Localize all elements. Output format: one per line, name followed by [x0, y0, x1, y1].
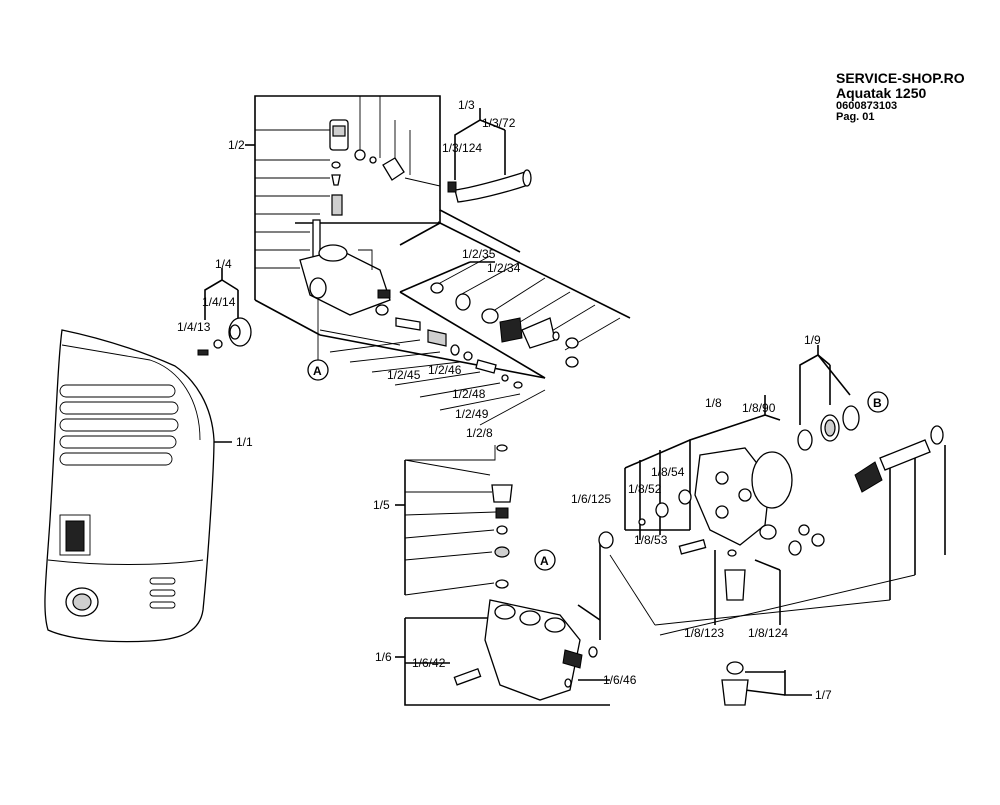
label-1-8: 1/8: [705, 396, 722, 410]
label-1-6: 1/6: [375, 650, 392, 664]
label-1-2-48: 1/2/48: [452, 387, 486, 401]
label-1-8-53: 1/8/53: [634, 533, 668, 547]
drain-plug: [724, 569, 746, 601]
pump-piston-rod: [879, 439, 931, 471]
label-1-4-13: 1/4/13: [177, 320, 211, 334]
label-1-8-124: 1/8/124: [748, 626, 788, 640]
marker-a-bottom: A: [534, 549, 556, 571]
lower-valve-parts: [319, 317, 546, 426]
label-1-2-34: 1/2/34: [487, 261, 521, 275]
valve-stack-1-5: [395, 444, 513, 596]
outlet-connector-1-7: [721, 661, 812, 706]
valve-block-parts: [299, 119, 405, 316]
pump-body-screw: [678, 538, 707, 555]
site-title: SERVICE-SHOP.RO: [836, 70, 965, 86]
pump-o-ring-large: [751, 451, 793, 509]
label-1-2-45: 1/2/45: [387, 368, 421, 382]
pump-body-housing: [694, 447, 771, 546]
label-1-6-42: 1/6/42: [412, 656, 446, 670]
hose-1-3: [404, 108, 532, 203]
label-1-6-125: 1/6/125: [571, 492, 611, 506]
bypass-lever: [521, 317, 556, 349]
label-1-7: 1/7: [815, 688, 832, 702]
label-1-4-14: 1/4/14: [202, 295, 236, 309]
pump-head-1-6: [395, 531, 614, 706]
label-1-1: 1/1: [236, 435, 253, 449]
bracket-1-2: [245, 95, 631, 360]
label-1-8-54: 1/8/54: [651, 465, 685, 479]
svg-text:A: A: [540, 554, 549, 568]
valve-cap: [491, 484, 513, 503]
label-1-4: 1/4: [215, 257, 232, 271]
hose-tube: [454, 171, 529, 203]
outlet-coupling: [721, 679, 749, 706]
hose-nipple: [382, 157, 405, 181]
label-1-3: 1/3: [458, 98, 475, 112]
seal-set-1-9: [797, 345, 860, 451]
valve-spring: [395, 317, 421, 331]
pump-head-screw: [453, 667, 482, 686]
housing-vent-slots: [59, 384, 179, 466]
label-1-2-35: 1/2/35: [462, 247, 496, 261]
model-name: Aquatak 1250: [836, 85, 927, 101]
page-number: Pag. 01: [836, 111, 875, 123]
label-1-3-72: 1/3/72: [482, 116, 516, 130]
label-1-5: 1/5: [373, 498, 390, 512]
label-1-9: 1/9: [804, 333, 821, 347]
label-1-2-49: 1/2/49: [455, 407, 489, 421]
label-1-2: 1/2: [228, 138, 245, 152]
svg-text:A: A: [313, 364, 322, 378]
marker-a-top: A: [307, 359, 329, 381]
part-number: 0600873103: [836, 100, 898, 112]
label-1-6-46: 1/6/46: [603, 673, 637, 687]
valve-piston: [475, 359, 497, 374]
pump-body-1-8: [609, 395, 946, 636]
housing-cover: [44, 329, 232, 643]
label-1-8-90: 1/8/90: [742, 401, 776, 415]
svg-text:B: B: [873, 396, 882, 410]
bypass-parts: [399, 255, 621, 379]
pump-spring: [854, 461, 883, 493]
label-1-2-46: 1/2/46: [428, 363, 462, 377]
housing-handle-opening: [59, 514, 91, 556]
marker-b: B: [867, 391, 889, 413]
label-1-3-124: 1/3/124: [442, 141, 482, 155]
label-1-2-8: 1/2/8: [466, 426, 493, 440]
label-1-8-52: 1/8/52: [628, 482, 662, 496]
knob-1-4: [197, 268, 252, 356]
bypass-seal: [455, 293, 471, 311]
bypass-spring: [499, 317, 523, 343]
label-1-8-123: 1/8/123: [684, 626, 724, 640]
